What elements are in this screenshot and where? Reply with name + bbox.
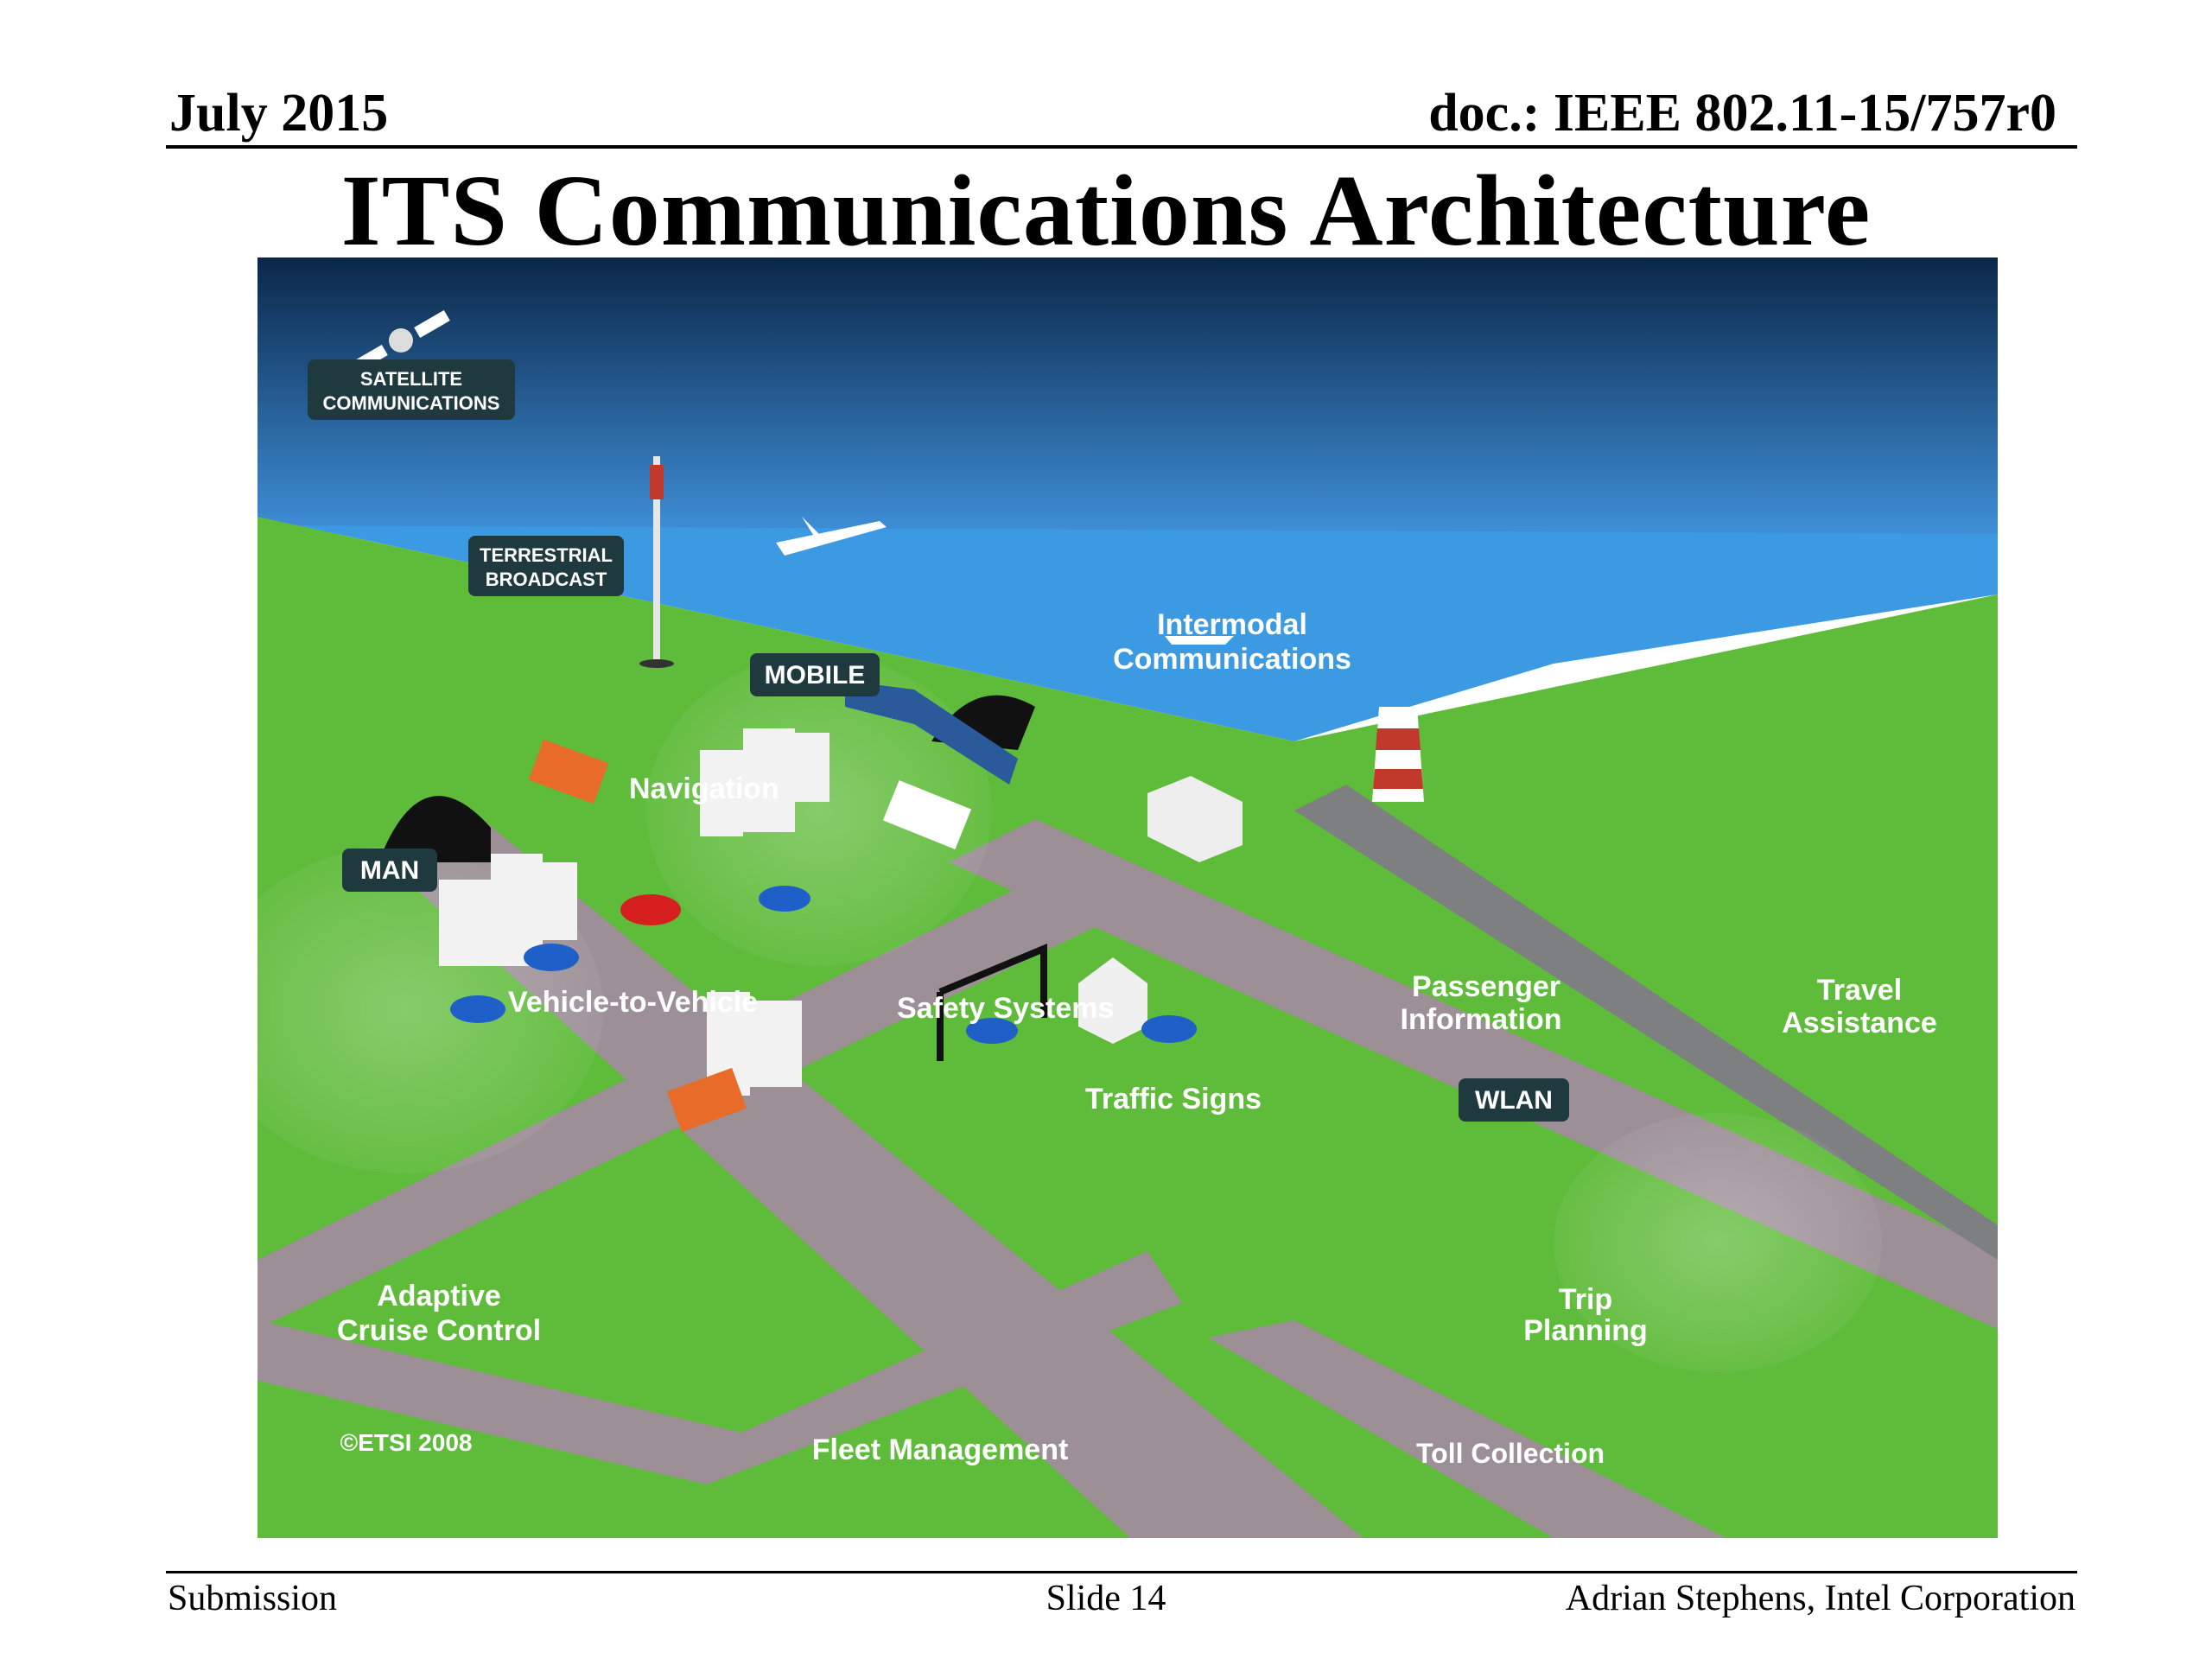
car-3 [759, 886, 810, 912]
its-architecture-illustration: SATELLITE COMMUNICATIONS TERRESTRIAL BRO… [257, 257, 1998, 1538]
label-passenger-line1: Passenger [1412, 970, 1560, 1003]
tunnel-left [378, 796, 491, 862]
header-doc-id: doc.: IEEE 802.11-15/757r0 [1428, 84, 2056, 143]
airplane-icon [776, 517, 887, 556]
tag-terrestrial-line1: TERRESTRIAL [480, 544, 613, 566]
tag-wlan-text: WLAN [1475, 1086, 1553, 1115]
coverage-dome-wlan [1554, 1113, 1882, 1372]
satellite-icon [352, 309, 450, 373]
footer-slide-number: Slide 14 [1046, 1579, 1166, 1618]
station-building-icon [1147, 776, 1243, 862]
tag-man: MAN [342, 849, 437, 892]
footer-author: Adrian Stephens, Intel Corporation [1565, 1579, 2075, 1618]
footer-rule [166, 1571, 2077, 1573]
tag-mobile-text: MOBILE [765, 661, 866, 690]
label-acc-line2: Cruise Control [337, 1314, 541, 1347]
truck-bottom [666, 1067, 747, 1133]
bus-icon [882, 779, 972, 850]
label-passenger-line2: Information [1401, 1003, 1562, 1036]
house-icon [1078, 957, 1147, 1044]
tag-mobile: MOBILE [750, 653, 880, 696]
train-icon [845, 681, 1018, 785]
label-toll: Toll Collection [1416, 1438, 1605, 1469]
label-intermodal-line1: Intermodal [1157, 608, 1307, 641]
label-fleet: Fleet Management [812, 1433, 1069, 1466]
car-4 [966, 1018, 1018, 1044]
label-traffic-signs: Traffic Signs [1085, 1083, 1262, 1116]
label-navigation: Navigation [629, 772, 779, 805]
footer-submission: Submission [168, 1579, 338, 1618]
truck-top [528, 739, 609, 804]
tag-satellite: SATELLITE COMMUNICATIONS [308, 359, 515, 420]
tag-satellite-line1: SATELLITE [360, 368, 462, 390]
rail-track [1294, 785, 1998, 1260]
header-rule [166, 145, 2077, 149]
car-2 [450, 995, 505, 1023]
sea [257, 517, 1998, 741]
ship-icon [1165, 636, 1234, 645]
buildings-center [700, 728, 830, 836]
broadcast-tower-icon [639, 456, 674, 668]
header-date: July 2015 [169, 84, 389, 143]
label-travel-line2: Assistance [1782, 1007, 1937, 1039]
label-travel-line1: Travel [1817, 974, 1902, 1007]
tag-satellite-line2: COMMUNICATIONS [323, 392, 500, 414]
coverage-dome-mobile [646, 655, 992, 966]
lighthouse-icon [1372, 707, 1424, 802]
tag-man-text: MAN [360, 856, 419, 885]
slide-title: ITS Communications Architecture [340, 154, 1872, 267]
tag-terrestrial: TERRESTRIAL BROADCAST [468, 536, 624, 596]
label-trip-line2: Planning [1523, 1314, 1648, 1347]
car-fire [620, 894, 681, 925]
label-v2v: Vehicle-to-Vehicle [508, 986, 758, 1019]
car-5 [1141, 1015, 1197, 1043]
tag-wlan: WLAN [1459, 1078, 1569, 1122]
car-1 [524, 944, 579, 971]
tag-terrestrial-line2: BROADCAST [486, 569, 607, 590]
label-intermodal-line2: Communications [1113, 643, 1351, 676]
sky [257, 257, 1998, 534]
label-trip-line1: Trip [1559, 1283, 1612, 1316]
label-safety: Safety Systems [897, 992, 1114, 1025]
copyright-text: ©ETSI 2008 [340, 1429, 473, 1456]
label-acc-line1: Adaptive [377, 1280, 501, 1313]
gantry-icon [937, 944, 1047, 1061]
